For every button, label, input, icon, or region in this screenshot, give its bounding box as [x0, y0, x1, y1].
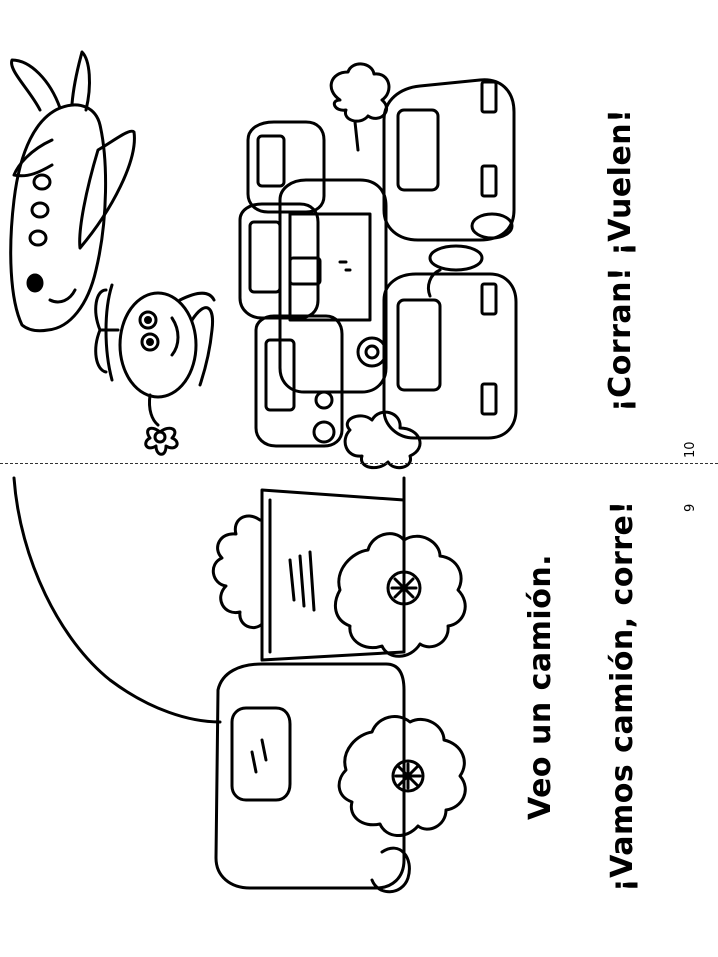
- left-page-text-line1: Veo un camión.: [523, 553, 558, 820]
- right-page-text: ¡Corran! ¡Vuelen!: [603, 108, 638, 412]
- truck-drawing: [12, 476, 467, 894]
- cars-traffic-drawing: [238, 62, 518, 470]
- right-page-number: 10: [683, 441, 698, 458]
- airplane-drawing: [9, 50, 136, 333]
- helicopter-drawing: [94, 283, 216, 456]
- left-page-text-line2: ¡Vamos camión, corre!: [605, 500, 640, 892]
- fold-line: [0, 463, 718, 464]
- left-page-number: 9: [683, 503, 698, 512]
